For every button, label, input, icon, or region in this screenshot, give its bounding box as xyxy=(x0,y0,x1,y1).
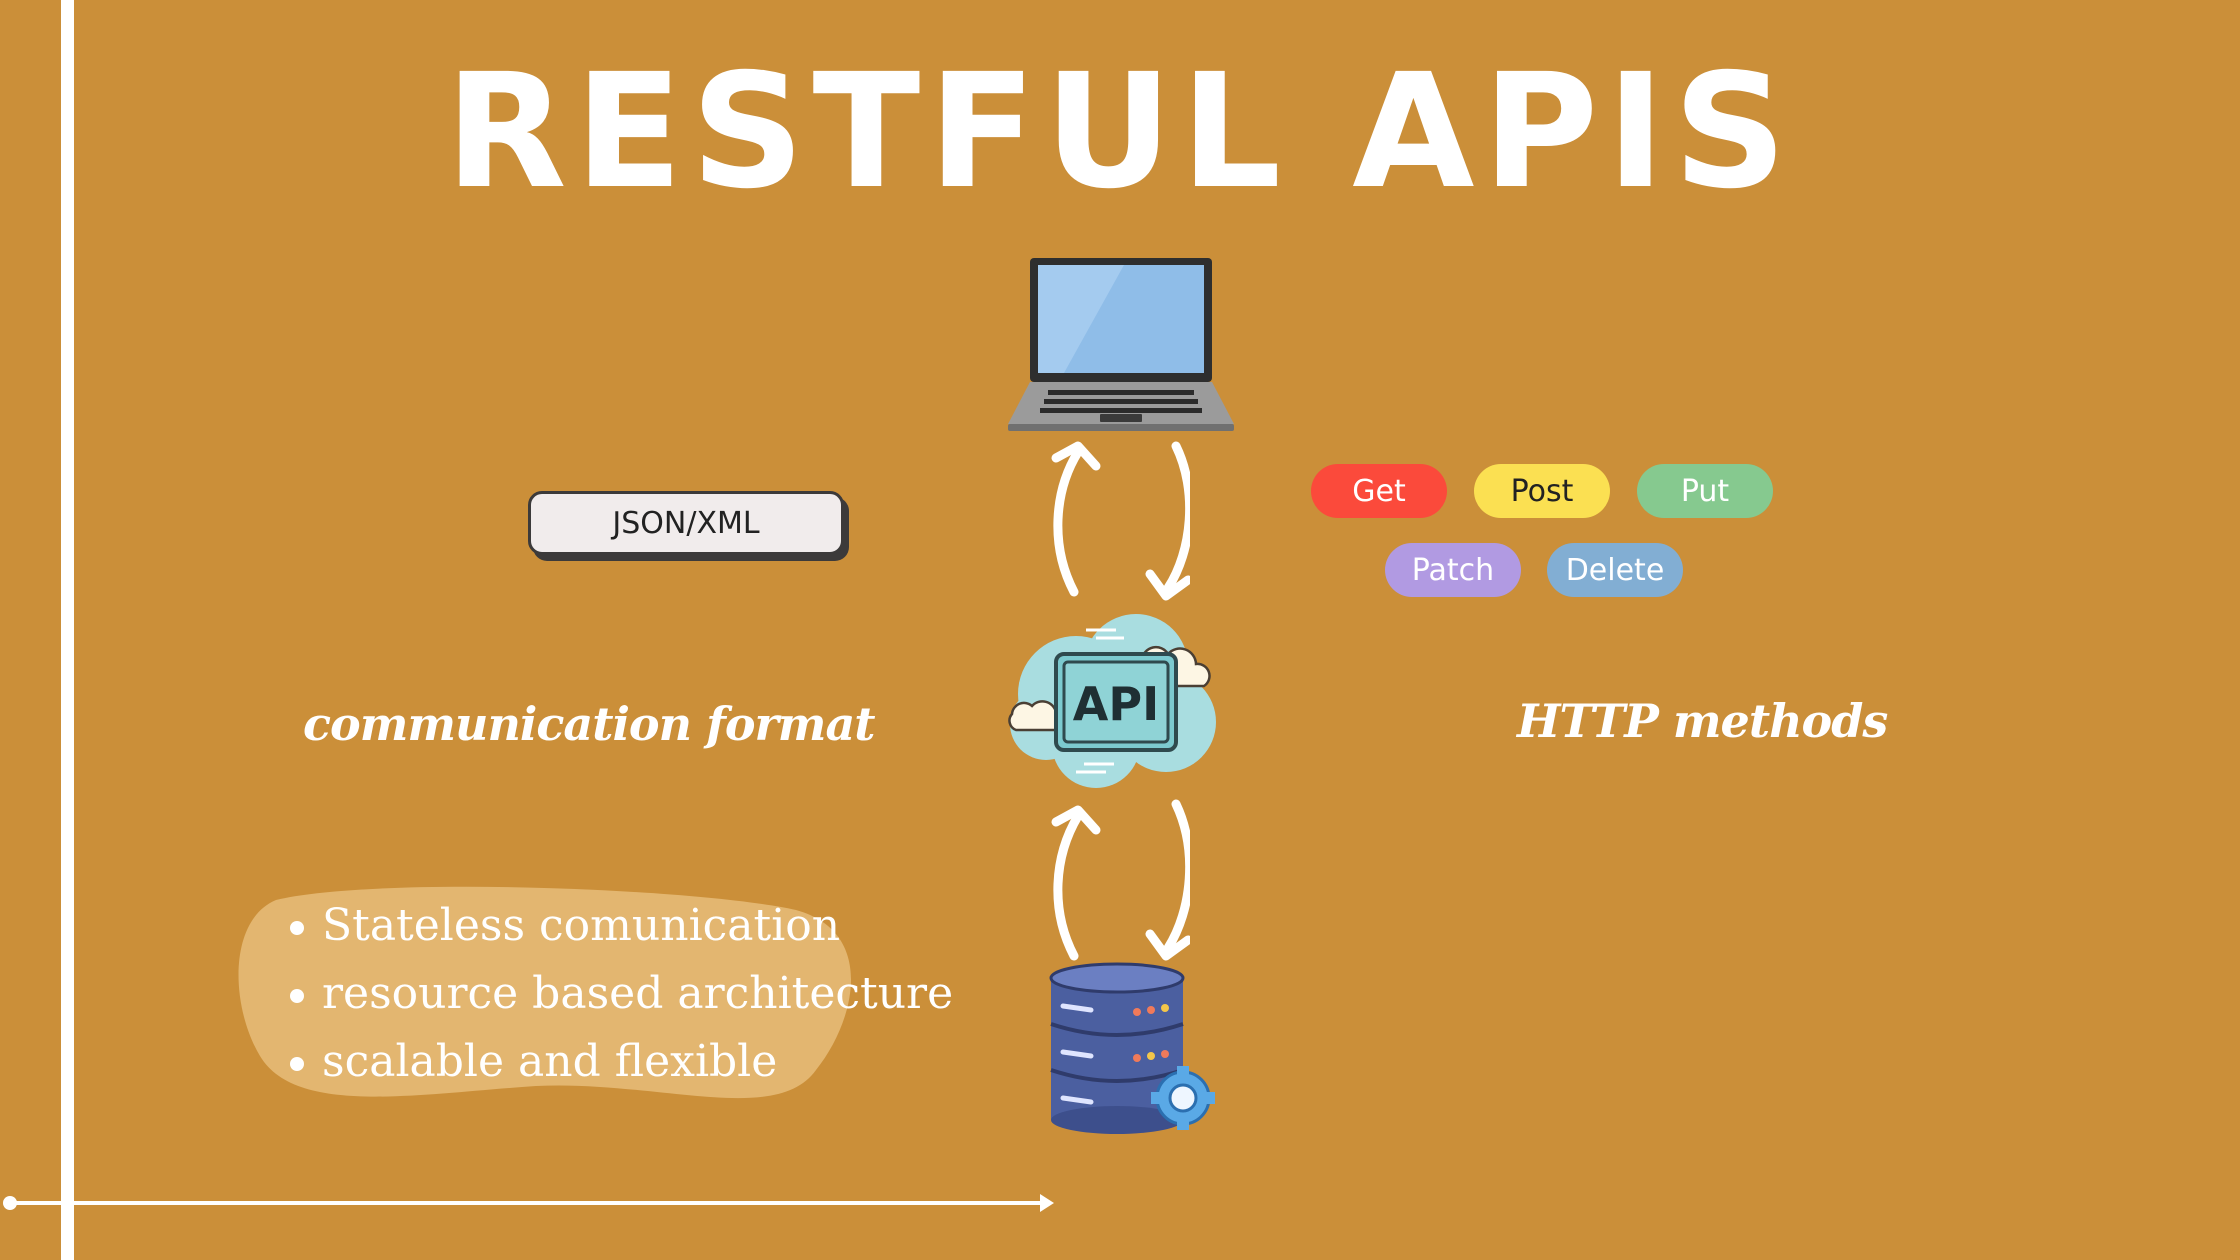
format-pill: JSON/XML xyxy=(528,491,844,555)
method-pill-patch: Patch xyxy=(1385,543,1521,597)
method-pill-post: Post xyxy=(1474,464,1610,518)
method-pill-put: Put xyxy=(1637,464,1773,518)
laptop-icon xyxy=(1008,258,1234,431)
api-badge-text: API xyxy=(1073,677,1159,731)
api-cloud-icon: API xyxy=(1008,614,1216,788)
sync-arrows-top xyxy=(1051,441,1190,601)
sync-arrows-bottom xyxy=(1051,799,1190,961)
features-list: Stateless comunication resource based ar… xyxy=(288,892,953,1096)
feature-item: scalable and flexible xyxy=(288,1028,953,1096)
feature-item: resource based architecture xyxy=(288,960,953,1028)
page-title: RESTFUL APIS xyxy=(445,40,1795,224)
method-pill-delete: Delete xyxy=(1547,543,1683,597)
vertical-timeline-line xyxy=(61,0,74,1260)
feature-item: Stateless comunication xyxy=(288,892,953,960)
features-highlight-blob xyxy=(238,886,851,1099)
method-pill-get: Get xyxy=(1311,464,1447,518)
horizontal-arrow-line xyxy=(3,1194,1054,1212)
gear-icon xyxy=(1151,1066,1215,1130)
database-server-icon xyxy=(1049,962,1215,1134)
communication-format-label: communication format xyxy=(303,697,876,751)
http-methods-label: HTTP methods xyxy=(1517,694,1888,748)
